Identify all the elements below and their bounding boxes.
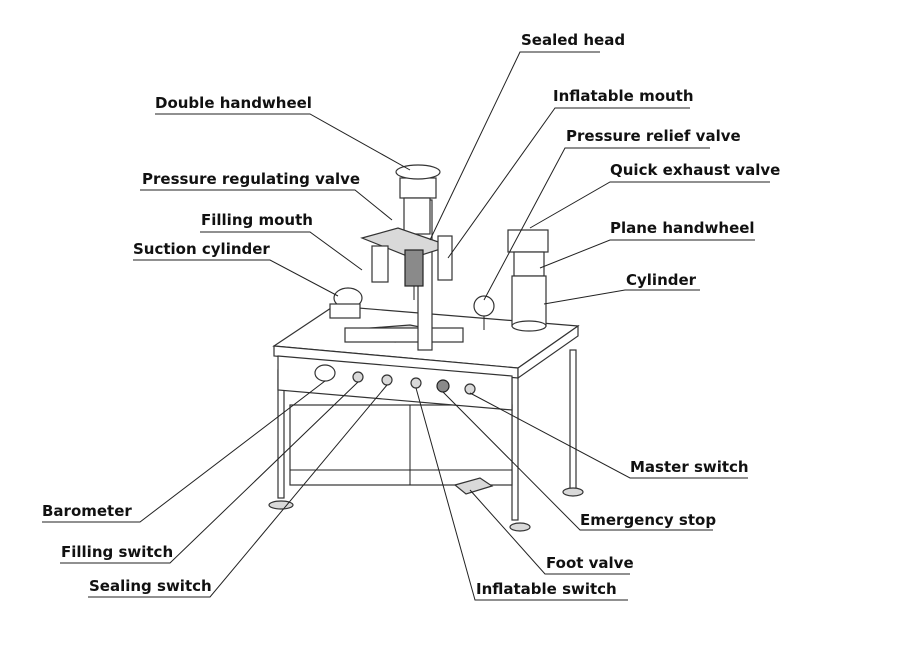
label-pressure-regulating-valve: Pressure regulating valve xyxy=(142,170,360,188)
label-inflatable-switch: Inflatable switch xyxy=(476,580,617,598)
leader-plane-handwheel xyxy=(539,239,755,269)
leader-double-handwheel xyxy=(155,113,411,171)
label-sealing-switch: Sealing switch xyxy=(89,577,212,595)
labels: Sealed head Inflatable mouth Double hand… xyxy=(42,31,780,598)
label-suction-cylinder: Suction cylinder xyxy=(133,240,270,258)
label-foot-valve: Foot valve xyxy=(546,554,634,572)
label-master-switch: Master switch xyxy=(630,458,749,476)
leader-sealed-head xyxy=(429,51,600,241)
leader-quick-exhaust-valve xyxy=(529,181,770,229)
label-cylinder: Cylinder xyxy=(626,271,697,289)
label-sealed-head: Sealed head xyxy=(521,31,625,49)
label-double-handwheel: Double handwheel xyxy=(155,94,312,112)
leader-filling-switch xyxy=(60,381,359,564)
label-filling-switch: Filling switch xyxy=(61,543,173,561)
leader-master-switch xyxy=(469,392,748,479)
leader-emergency-stop xyxy=(442,391,713,531)
leader-inflatable-switch xyxy=(415,387,628,601)
leader-barometer xyxy=(42,380,326,523)
label-pressure-relief-valve: Pressure relief valve xyxy=(566,127,741,145)
leader-pressure-regulating-valve xyxy=(140,189,393,221)
label-plane-handwheel: Plane handwheel xyxy=(610,219,755,237)
leader-pressure-relief-valve xyxy=(483,147,710,301)
label-barometer: Barometer xyxy=(42,502,132,520)
leader-sealing-switch xyxy=(88,384,388,598)
leader-foot-valve xyxy=(469,489,630,575)
machine-illustration xyxy=(268,164,584,532)
leader-cylinder xyxy=(543,289,700,305)
label-inflatable-mouth: Inflatable mouth xyxy=(553,87,694,105)
leader-filling-mouth xyxy=(200,231,363,271)
leader-suction-cylinder xyxy=(133,259,339,297)
label-filling-mouth: Filling mouth xyxy=(201,211,313,229)
label-quick-exhaust-valve: Quick exhaust valve xyxy=(610,161,780,179)
leader-lines xyxy=(42,51,770,601)
label-emergency-stop: Emergency stop xyxy=(580,511,716,529)
leader-inflatable-mouth xyxy=(447,107,690,259)
